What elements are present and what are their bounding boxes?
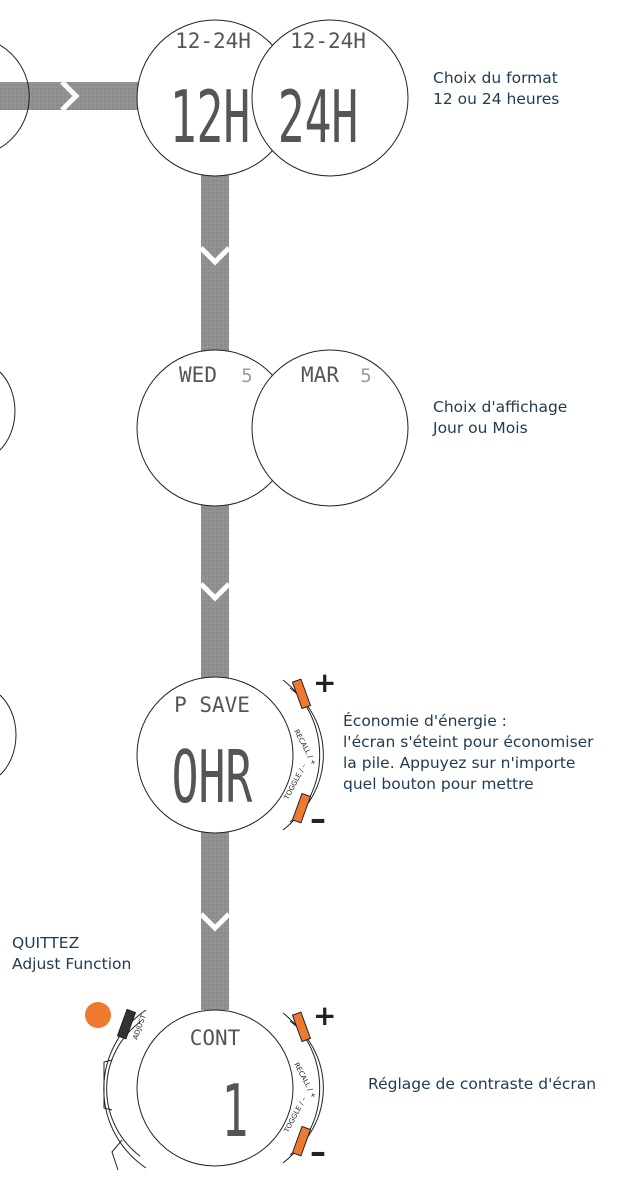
- recall-label: RECALL / +: [292, 728, 318, 767]
- step-contrast: CONT 1 ADJUST RECALL / + TOGGLE / – + –: [85, 999, 336, 1171]
- plus-icon: +: [313, 999, 336, 1032]
- caption-line: Adjust Function: [12, 955, 132, 973]
- flow-connectors: [0, 80, 231, 1010]
- caption-contrast: Réglage de contraste d'écran: [368, 1074, 596, 1095]
- step-power-save: P SAVE OHR RECALL / + TOGGLE / – + –: [136, 666, 336, 838]
- offscreen-watch-face: [0, 44, 30, 149]
- watch-top-text: P SAVE: [174, 693, 250, 717]
- chevron-down-icon: [199, 582, 231, 602]
- watch-top-text: 12-24H: [290, 29, 366, 53]
- caption-line: Réglage de contraste d'écran: [368, 1075, 597, 1093]
- watch-face-month: [251, 349, 409, 507]
- quit-label: QUITTEZ Adjust Function: [12, 933, 131, 975]
- plus-icon: +: [313, 666, 336, 699]
- step-display-day-month: WED 5 MAR 5: [136, 349, 409, 507]
- recall-label: RECALL / +: [292, 1061, 318, 1100]
- watch-lug-left: [103, 1059, 113, 1111]
- watch-lug-left-lower: [111, 1139, 123, 1171]
- caption-format: Choix du format 12 ou 24 heures: [433, 68, 559, 110]
- adjust-button[interactable]: [116, 1008, 137, 1040]
- watch-face-contrast: [136, 1009, 294, 1167]
- watch-main-text: 24H: [278, 76, 359, 160]
- offscreen-watch-face: [0, 371, 16, 451]
- caption-power-save: Économie d'énergie : l'écran s'éteint po…: [343, 711, 594, 795]
- caption-line: Économie d'énergie :: [343, 712, 507, 730]
- toggle-button[interactable]: [291, 1125, 312, 1157]
- watch-month-num: 5: [360, 365, 371, 387]
- caption-line: Jour ou Mois: [433, 419, 528, 437]
- watch-face-power-save: [136, 676, 294, 834]
- watch-main-text: 1: [222, 1070, 249, 1154]
- recall-button[interactable]: [291, 1011, 312, 1043]
- watch-month-text: MAR: [301, 363, 339, 387]
- caption-line: quel bouton pour mettre: [343, 775, 534, 793]
- offscreen-watch-faces: [0, 44, 30, 776]
- caption-line: 12 ou 24 heures: [433, 90, 560, 108]
- minus-icon: –: [310, 800, 326, 838]
- watch-top-text: CONT: [190, 1026, 241, 1050]
- watch-main-text: 12H: [170, 76, 251, 160]
- watch-day-text: WED: [179, 363, 217, 387]
- caption-line: Choix du format: [433, 69, 558, 87]
- caption-line: l'écran s'éteint pour économiser: [343, 733, 594, 751]
- toggle-button[interactable]: [291, 792, 312, 824]
- watch-bezel-left: [106, 1021, 141, 1157]
- adjust-press-indicator: [85, 1002, 111, 1028]
- minus-icon: –: [310, 1133, 326, 1171]
- caption-line: QUITTEZ: [12, 934, 80, 952]
- watch-day-num: 5: [241, 365, 252, 387]
- watch-face-24h: [251, 19, 409, 177]
- watch-top-text: 12-24H: [175, 29, 251, 53]
- chevron-down-icon: [199, 246, 231, 266]
- caption-display: Choix d'affichage Jour ou Mois: [433, 397, 567, 439]
- caption-line: Choix d'affichage: [433, 398, 568, 416]
- caption-line: la pile. Appuyez sur n'importe: [343, 754, 576, 772]
- chevron-down-icon: [199, 912, 231, 932]
- recall-button[interactable]: [291, 678, 312, 710]
- step-format-12-24: 12-24H 12H 12-24H 24H: [136, 19, 409, 177]
- chevron-right-icon: [60, 80, 80, 112]
- offscreen-watch-face: [0, 694, 17, 776]
- connector-horizontal: [0, 82, 140, 110]
- watch-main-text: OHR: [172, 736, 253, 820]
